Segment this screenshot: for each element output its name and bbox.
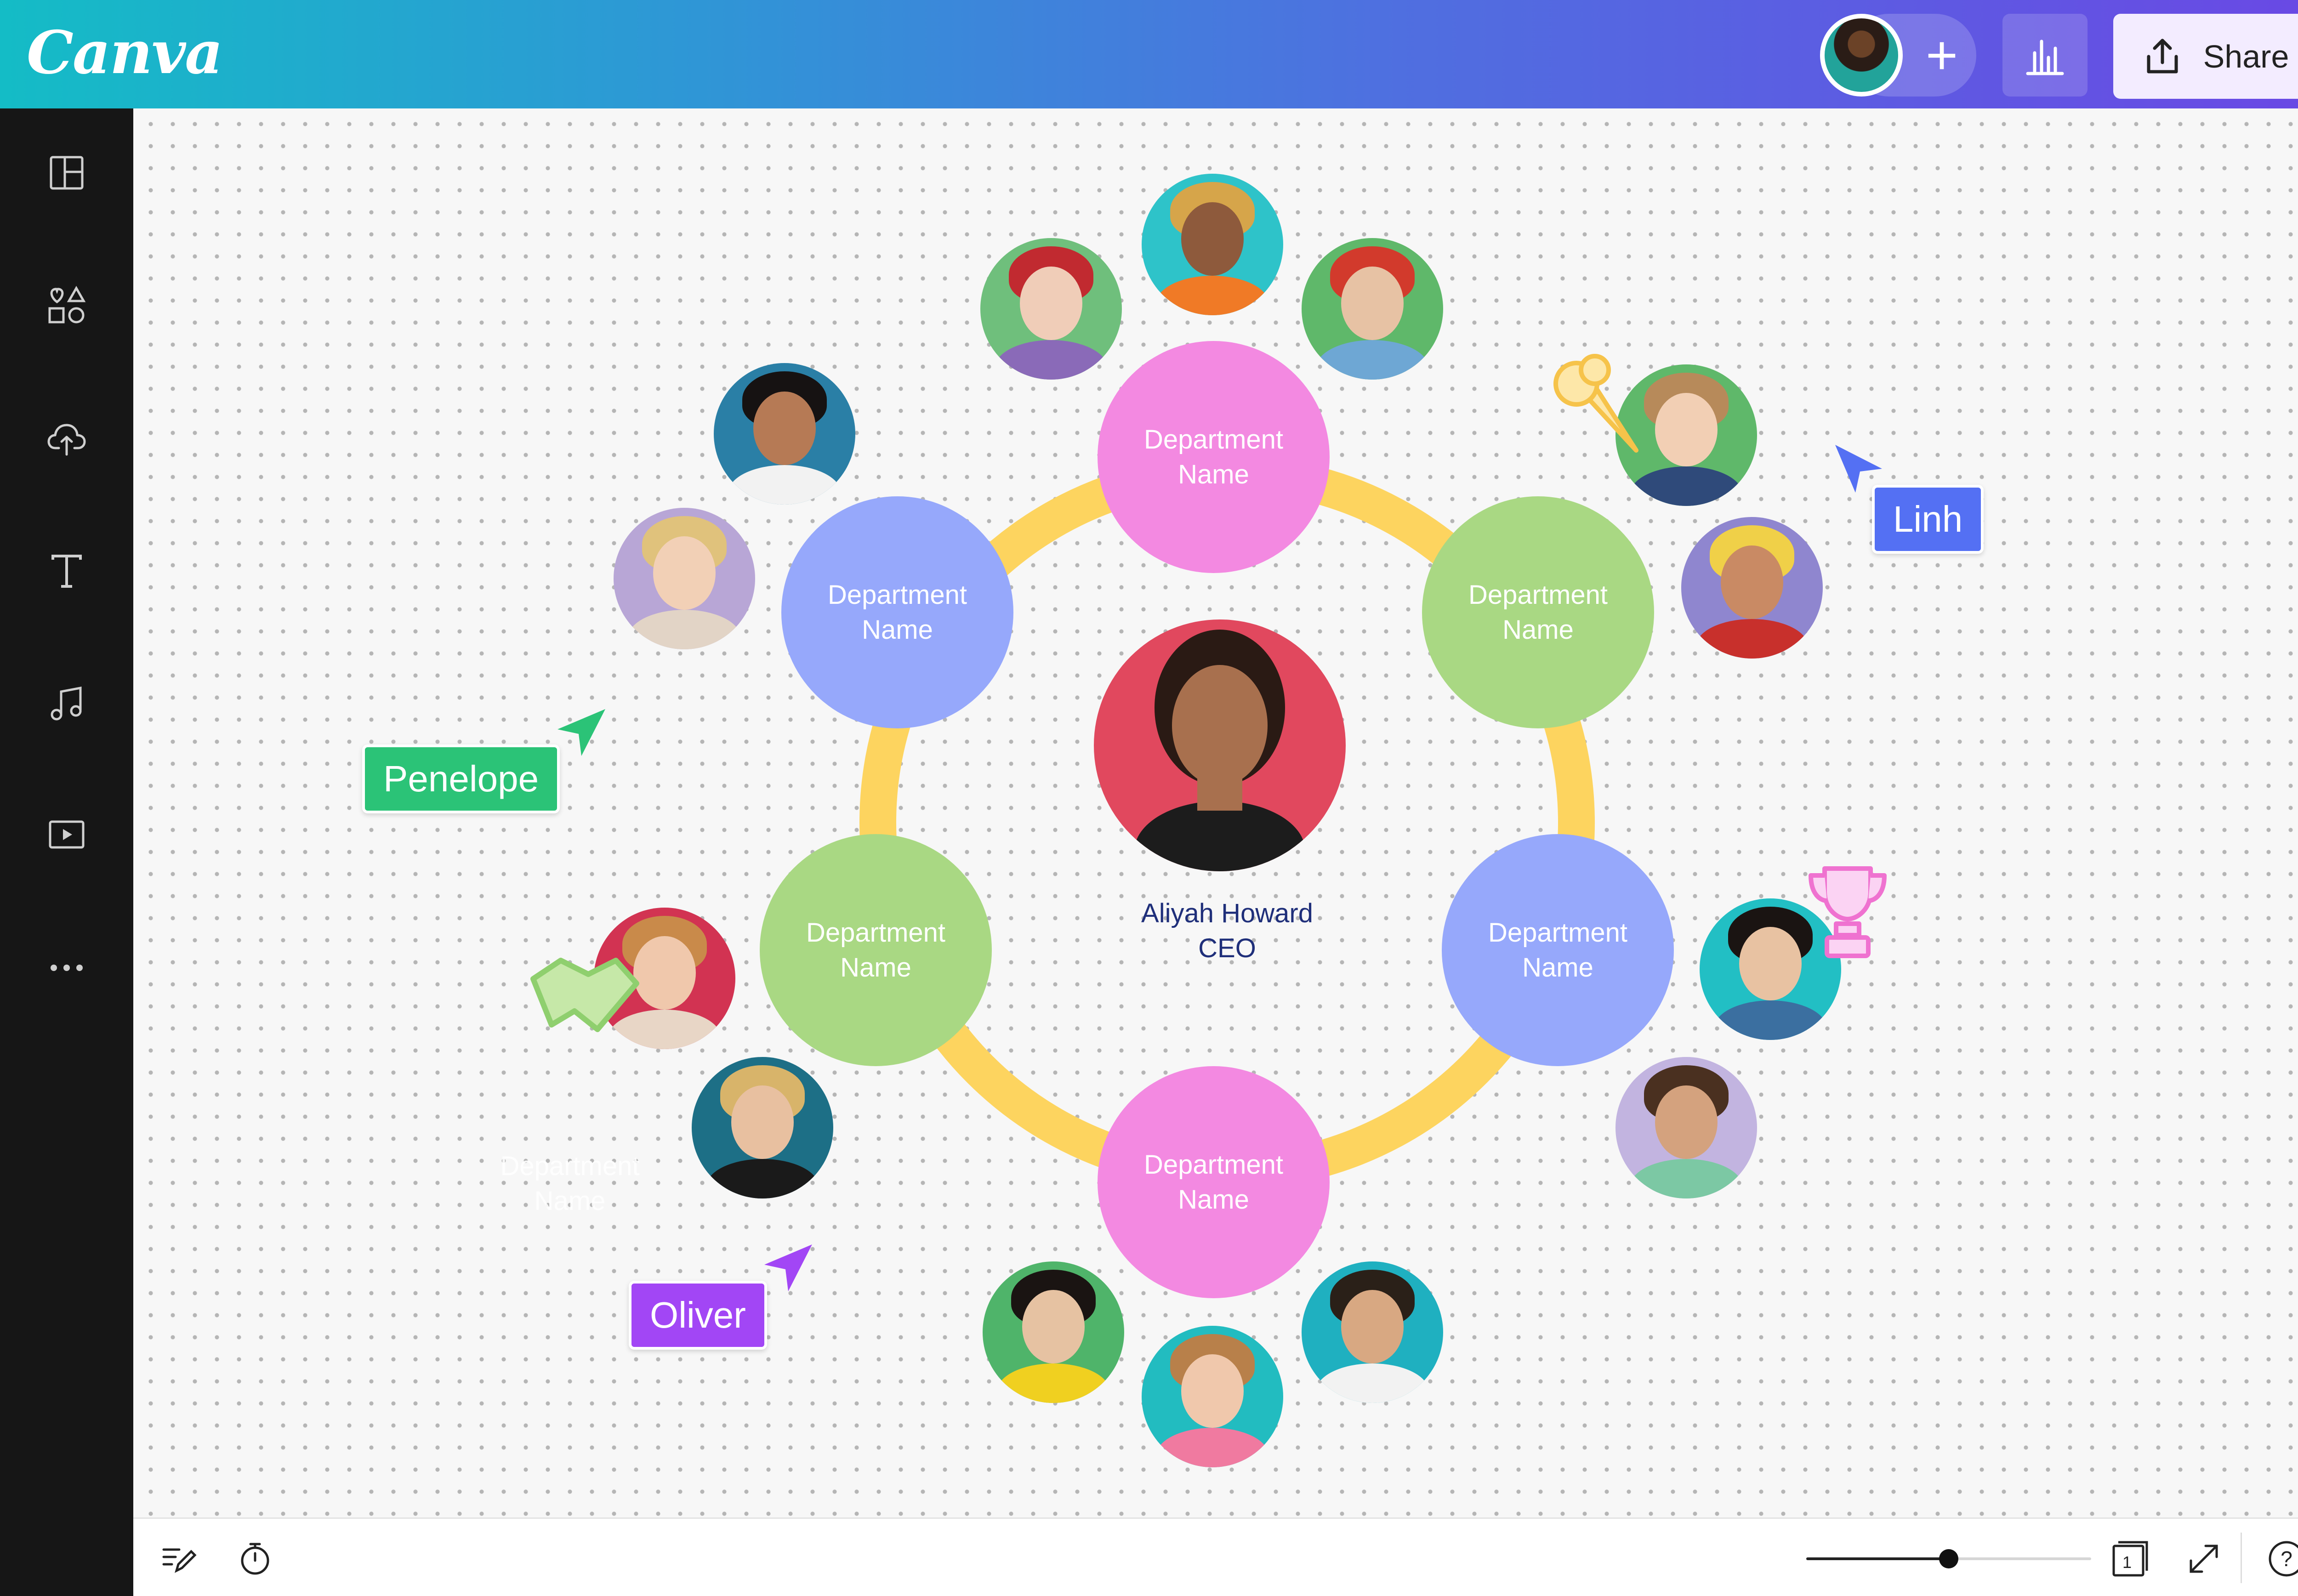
page-number-button[interactable]: 1 bbox=[2110, 1538, 2151, 1579]
bottom-bar: 1 ? bbox=[133, 1517, 2298, 1596]
zoom-slider-handle[interactable] bbox=[1939, 1549, 1958, 1568]
timer-button[interactable] bbox=[234, 1538, 276, 1579]
department-label: Department Name bbox=[806, 917, 946, 983]
page-number: 1 bbox=[2122, 1553, 2132, 1572]
sidebar-item-text[interactable] bbox=[44, 548, 90, 594]
department-label: Department Name bbox=[827, 579, 967, 645]
canva-logo[interactable]: Canva bbox=[27, 18, 223, 87]
play-video-icon bbox=[49, 820, 85, 849]
handshake-sticker-icon[interactable] bbox=[524, 951, 643, 1043]
ice-cream-sticker-icon[interactable] bbox=[1540, 349, 1650, 460]
department-node-upper-left[interactable]: Department Name bbox=[781, 496, 1013, 728]
department-label: Department Name bbox=[1143, 424, 1284, 489]
expand-icon bbox=[2190, 1545, 2218, 1573]
shapes-icon bbox=[48, 285, 86, 324]
collaborator-tag-penelope: Penelope bbox=[362, 744, 560, 813]
department-node-lower-right[interactable]: Department Name bbox=[1442, 834, 1674, 1066]
trophy-sticker-icon[interactable] bbox=[1792, 850, 1903, 960]
plus-icon[interactable]: + bbox=[1925, 24, 1958, 86]
insights-button[interactable] bbox=[2002, 14, 2088, 97]
department-node-bottom[interactable]: Department Name bbox=[1098, 1066, 1330, 1298]
department-node-lower-left[interactable]: Department Name bbox=[760, 834, 992, 1066]
team-member-photo[interactable] bbox=[1700, 898, 1841, 1040]
sidebar-item-design[interactable] bbox=[44, 150, 90, 196]
bar-chart-icon bbox=[2026, 40, 2064, 75]
sidebar-item-uploads[interactable] bbox=[44, 415, 90, 461]
department-label: Department Name bbox=[1468, 579, 1608, 645]
department-node-top[interactable]: Department Name bbox=[1098, 341, 1330, 573]
sidebar-item-more[interactable] bbox=[44, 945, 90, 991]
team-member-photo[interactable] bbox=[594, 908, 735, 1049]
ceo-name: Aliyah Howard bbox=[1141, 898, 1313, 928]
text-icon bbox=[51, 555, 82, 588]
zoom-slider[interactable] bbox=[1806, 1549, 2091, 1568]
team-member-photo[interactable] bbox=[1302, 238, 1443, 380]
team-member-photo[interactable] bbox=[1142, 1326, 1283, 1467]
department-label: Department Name bbox=[1488, 917, 1628, 983]
help-button[interactable]: ? bbox=[2266, 1538, 2298, 1579]
top-bar: Canva + Share bbox=[0, 0, 2298, 108]
team-member-photo[interactable] bbox=[1615, 364, 1757, 506]
linh-cursor-icon bbox=[1835, 445, 1882, 493]
ceo-photo[interactable] bbox=[1094, 619, 1346, 871]
team-member-photo[interactable] bbox=[714, 363, 855, 505]
divider bbox=[2241, 1533, 2242, 1583]
department-node-upper-right[interactable]: Department Name bbox=[1422, 496, 1654, 728]
sidebar-item-elements[interactable] bbox=[44, 282, 90, 328]
team-member-photo[interactable] bbox=[983, 1261, 1124, 1403]
notes-icon bbox=[162, 1548, 197, 1573]
layout-icon bbox=[50, 156, 84, 190]
share-label: Share bbox=[2203, 38, 2289, 74]
penelope-cursor-icon bbox=[557, 709, 605, 756]
oliver-cursor-icon bbox=[764, 1244, 812, 1291]
cloud-upload-icon bbox=[47, 424, 86, 456]
team-member-photo[interactable] bbox=[980, 238, 1122, 380]
collaborators-group: + bbox=[1820, 14, 1976, 97]
avatar[interactable] bbox=[1820, 14, 1903, 97]
team-member-photo[interactable] bbox=[692, 1057, 833, 1198]
ceo-caption[interactable]: Aliyah Howard CEO bbox=[1057, 896, 1397, 966]
team-member-photo[interactable] bbox=[1681, 517, 1823, 659]
team-member-photo[interactable] bbox=[1615, 1057, 1757, 1198]
team-member-photo[interactable] bbox=[1142, 174, 1283, 315]
more-dots-icon bbox=[51, 965, 83, 971]
collaborator-tag-oliver: Oliver bbox=[629, 1281, 767, 1350]
music-note-icon bbox=[51, 686, 82, 721]
sidebar-item-videos[interactable] bbox=[44, 812, 90, 858]
zoom-slider-fill bbox=[1806, 1557, 1949, 1560]
timer-icon bbox=[241, 1543, 269, 1575]
svg-text:?: ? bbox=[2281, 1547, 2292, 1571]
team-member-photo[interactable] bbox=[614, 508, 755, 649]
collaborator-tag-linh: Linh bbox=[1872, 485, 1984, 554]
department-label: Department Name bbox=[1143, 1149, 1284, 1215]
sidebar bbox=[0, 108, 133, 1596]
fullscreen-button[interactable] bbox=[2183, 1538, 2224, 1579]
pages-icon bbox=[2112, 1541, 2148, 1577]
ceo-title: CEO bbox=[1198, 933, 1256, 963]
faded-department-label: Department Name bbox=[500, 1151, 640, 1216]
sidebar-item-audio[interactable] bbox=[44, 681, 90, 727]
team-member-photo[interactable] bbox=[1302, 1261, 1443, 1403]
help-icon: ? bbox=[2269, 1541, 2298, 1577]
notes-button[interactable] bbox=[159, 1538, 200, 1579]
share-button[interactable]: Share bbox=[2113, 14, 2298, 99]
share-upload-icon bbox=[2147, 39, 2178, 73]
